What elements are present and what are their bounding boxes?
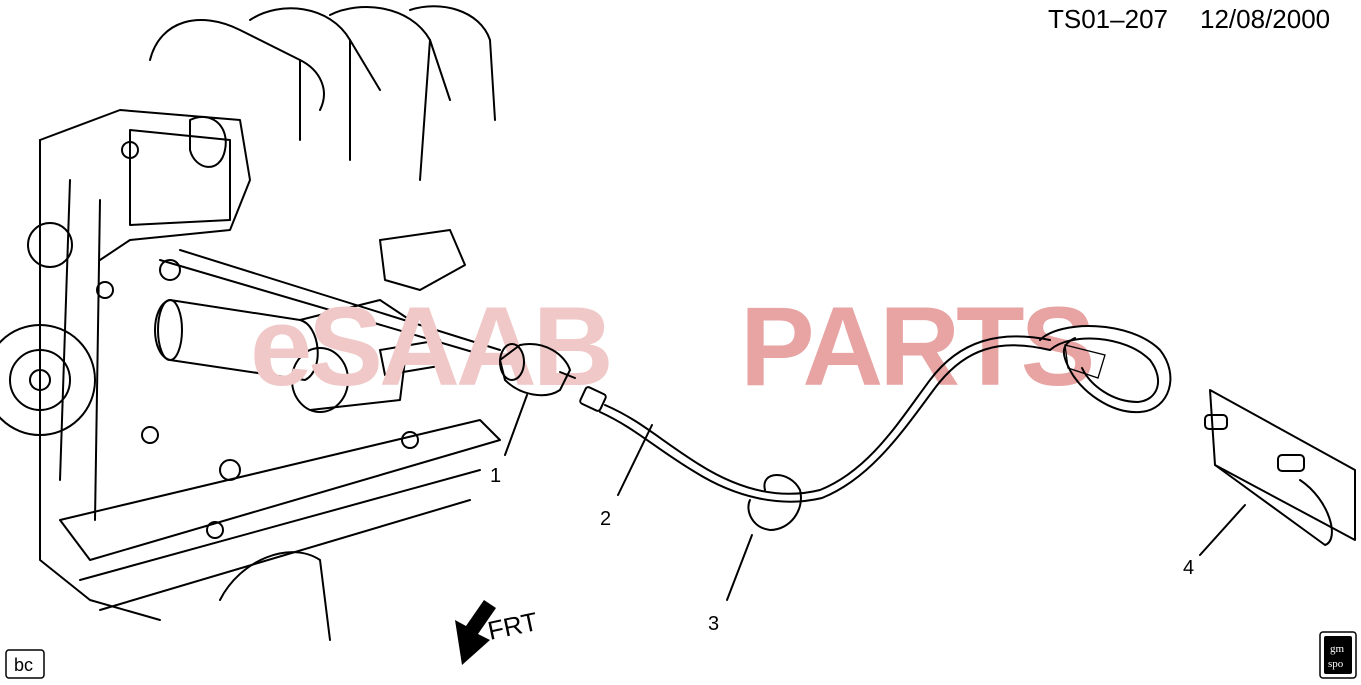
part-4-bracket	[1204, 389, 1356, 546]
corner-tag: bc	[5, 649, 45, 679]
logo-line1: gm	[1330, 643, 1345, 655]
watermark: eSAAB PARTS	[250, 284, 1096, 409]
callout-2: 2	[600, 508, 611, 530]
part-1-sensor	[499, 343, 576, 397]
corner-tag-label: bc	[14, 655, 33, 675]
arrow-down-left-icon	[455, 600, 496, 665]
header: TS01–207 12/08/2000	[1048, 4, 1330, 34]
drawing-date: 12/08/2000	[1200, 4, 1330, 34]
callout-1: 1	[490, 465, 501, 487]
part-3-clip	[747, 474, 802, 531]
watermark-prefix: eSAAB	[250, 284, 610, 409]
callout-4: 4	[1183, 557, 1194, 579]
drawing-code: TS01–207	[1048, 4, 1168, 34]
logo-line2: spo	[1328, 658, 1344, 670]
watermark-suffix: PARTS	[740, 284, 1092, 409]
direction-indicator: FRT	[455, 600, 540, 665]
part-2-harness	[579, 325, 1172, 503]
engine-illustration	[0, 5, 501, 641]
callout-3: 3	[708, 613, 719, 635]
direction-label: FRT	[485, 606, 540, 646]
gm-spo-logo: gm spo	[1319, 631, 1357, 679]
callouts: 1 2 3 4	[490, 394, 1246, 635]
